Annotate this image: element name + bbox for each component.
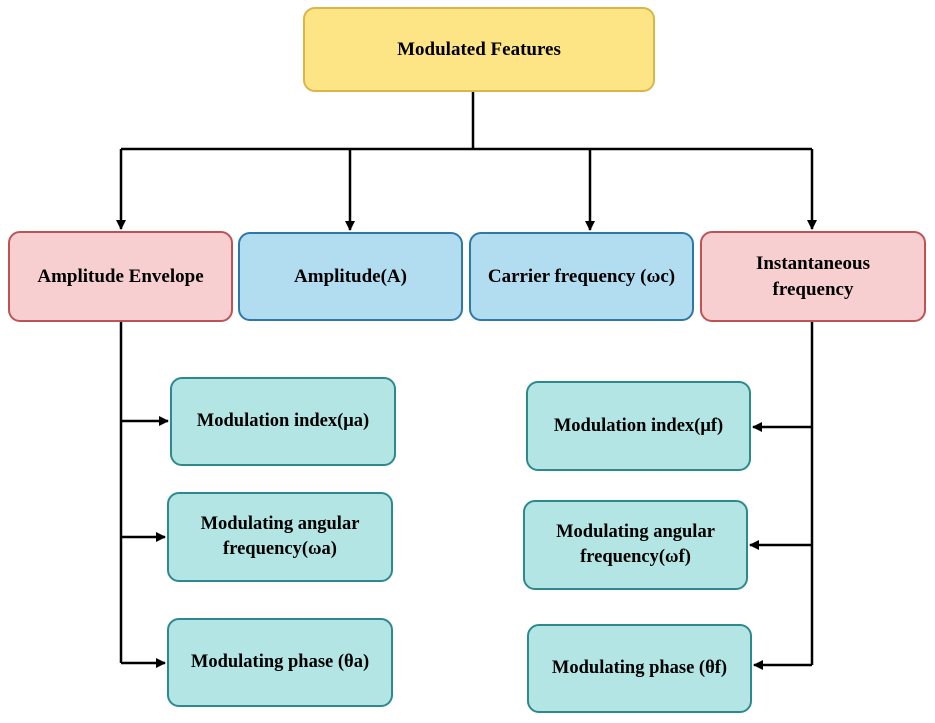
modulating-phase-f-label: Modulating phase (θf) [551,658,728,679]
modulating-phase-a-label: Modulating phase (θa) [190,652,370,673]
node-modulating-phase-f: Modulating phase (θf) [527,624,752,713]
node-modulation-index-f: Modulation index(μf) [526,381,751,471]
node-amplitude-envelope: Amplitude Envelope [8,231,233,322]
node-modulation-index-a: Modulation index(μa) [170,377,396,466]
node-carrier-frequency: Carrier frequency (ωc) [469,232,694,321]
modulating-angular-frequency-a-label: Modulating angular frequency(ωa) [200,514,360,559]
node-modulating-angular-frequency-f: Modulating angular frequency(ωf) [523,500,748,590]
root-node-label: Modulated Features [397,38,561,60]
node-modulating-angular-frequency-a: Modulating angular frequency(ωa) [167,492,393,582]
carrier-frequency-label: Carrier frequency (ωc) [487,265,676,287]
modulation-index-f-label: Modulation index(μf) [553,415,724,436]
modulating-angular-frequency-f-label: Modulating angular frequency(ωf) [556,522,715,567]
node-amplitude: Amplitude(A) [238,232,463,321]
modulation-index-a-label: Modulation index(μa) [196,411,370,432]
root-node-modulated-features: Modulated Features [303,7,655,92]
amplitude-envelope-label: Amplitude Envelope [37,265,204,287]
node-modulating-phase-a: Modulating phase (θa) [167,618,393,707]
node-instantaneous-frequency: Instantaneous frequency [700,231,926,322]
amplitude-label: Amplitude(A) [294,265,407,287]
instantaneous-frequency-label: Instantaneous frequency [755,252,871,300]
